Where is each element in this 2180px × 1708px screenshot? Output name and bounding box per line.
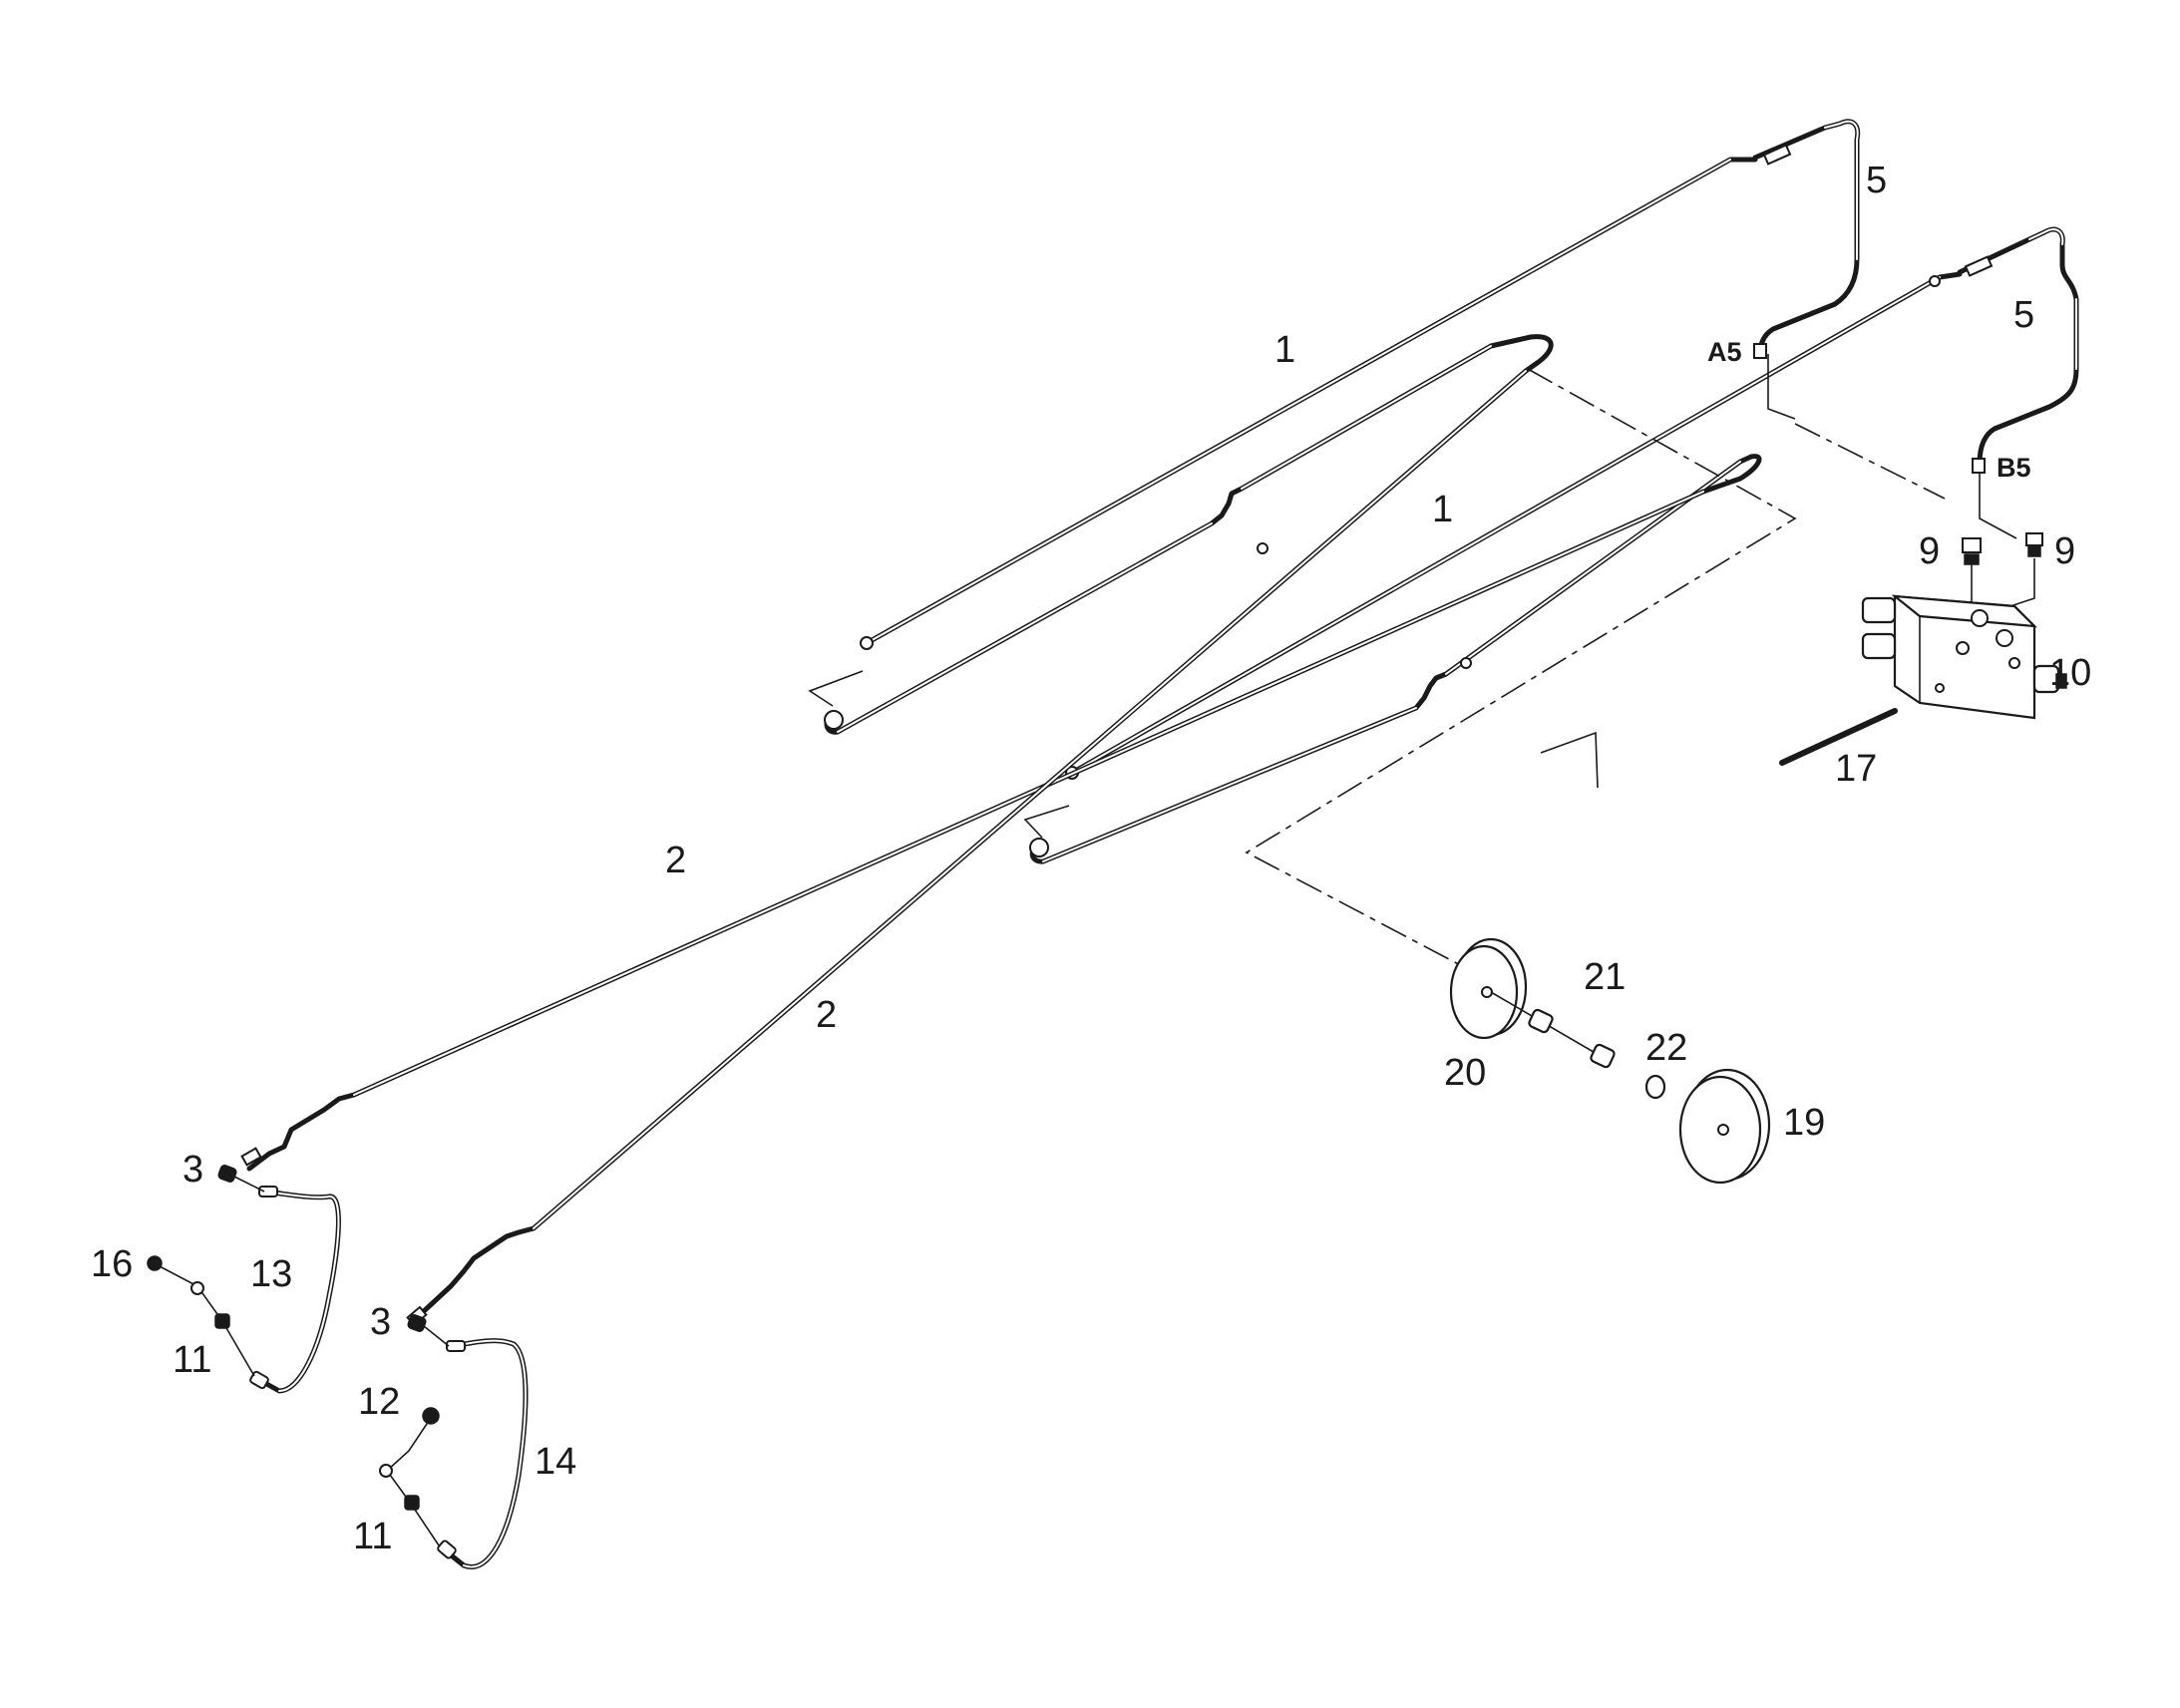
port-label-a5: A5 <box>1707 337 1742 367</box>
fitting-16-and-11-left <box>147 1255 255 1377</box>
label-3-left: 3 <box>182 1149 203 1191</box>
tube-14 <box>437 1338 529 1569</box>
valve-10 <box>1861 594 2067 720</box>
label-22: 22 <box>1645 1027 1687 1069</box>
label-9-left: 9 <box>1919 530 1940 572</box>
label-2-lower: 2 <box>816 994 837 1036</box>
label-9-right: 9 <box>2054 530 2075 572</box>
label-1-upper: 1 <box>1274 329 1295 371</box>
tube-5-left <box>1752 119 1861 359</box>
label-2-upper: 2 <box>665 840 686 881</box>
label-12: 12 <box>358 1381 400 1423</box>
fitting-9-right <box>2003 532 2043 609</box>
label-16: 16 <box>91 1243 133 1285</box>
label-13: 13 <box>250 1253 292 1295</box>
label-14: 14 <box>535 1441 576 1483</box>
label-1-lower: 1 <box>1432 489 1453 530</box>
tube-5-right <box>1957 226 2079 474</box>
wheel-20 <box>1449 937 1528 1040</box>
label-11-left: 11 <box>173 1339 211 1381</box>
label-5-left: 5 <box>1866 160 1887 201</box>
label-20: 20 <box>1444 1052 1486 1094</box>
leader-lines <box>808 354 2017 998</box>
port-label-b5: B5 <box>1997 453 2031 483</box>
fitting-3-right <box>407 1314 450 1347</box>
label-17: 17 <box>1835 748 1877 790</box>
fitting-12-and-11-right <box>379 1407 440 1546</box>
washer-22 <box>1644 1074 1666 1100</box>
fitting-3-left <box>217 1165 265 1193</box>
label-21: 21 <box>1584 956 1626 998</box>
rod-17 <box>1779 708 1898 766</box>
label-3-right: 3 <box>370 1301 391 1343</box>
tube-1-upper <box>824 157 1758 735</box>
label-5-right: 5 <box>2013 294 2034 336</box>
label-11-right: 11 <box>353 1516 392 1557</box>
tube-1-lower <box>1029 271 1963 864</box>
wheel-19 <box>1678 1068 1771 1185</box>
fitting-9-left <box>1962 537 1982 603</box>
tube-2-upper <box>240 489 1706 1172</box>
label-19: 19 <box>1783 1102 1825 1144</box>
label-10: 10 <box>2049 652 2091 694</box>
callout-labels: 1 1 2 2 3 3 5 5 9 9 10 11 11 12 13 14 16… <box>91 160 2091 1557</box>
tube-2-lower <box>406 368 1529 1327</box>
spacer-21 <box>1490 991 1616 1069</box>
tube-13 <box>249 1186 341 1394</box>
